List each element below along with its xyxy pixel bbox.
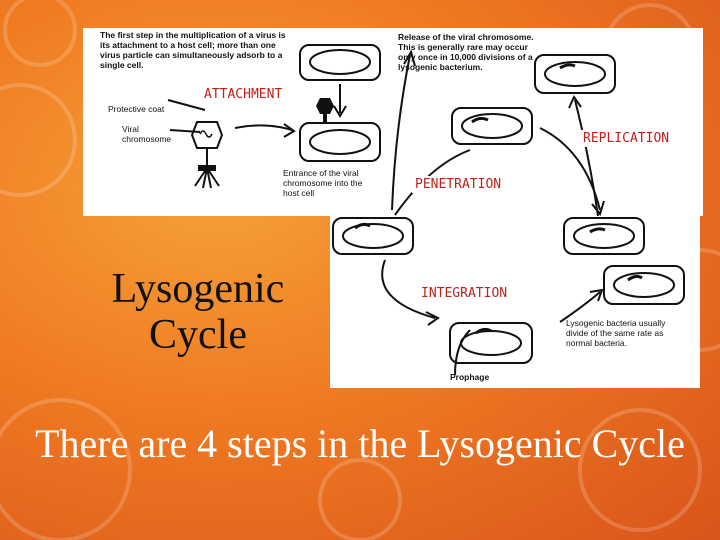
step-integration-label: INTEGRATION: [418, 285, 511, 302]
attachment-description: The first step in the multiplication of …: [100, 30, 286, 70]
release-description: Release of the viral chromosome. This is…: [398, 32, 534, 72]
slide-caption: There are 4 steps in the Lysogenic Cycle: [35, 421, 685, 466]
lysogenic-bacteria-description: Lysogenic bacteria usually divide of the…: [566, 318, 666, 348]
step-replication-label: REPLICATION: [580, 130, 673, 147]
prophage-label: Prophage: [450, 372, 490, 382]
step-attachment-label: ATTACHMENT: [201, 86, 286, 103]
entrance-description: Entrance of the viral chromosome into th…: [283, 168, 363, 198]
diagram-panel-bottom: [330, 200, 700, 388]
protective-coat-label: Protective coat: [108, 104, 165, 114]
step-penetration-label: PENETRATION: [412, 176, 505, 193]
slide-title: Lysogenic Cycle: [111, 266, 285, 358]
viral-chromosome-label: Viral chromosome: [122, 124, 172, 144]
